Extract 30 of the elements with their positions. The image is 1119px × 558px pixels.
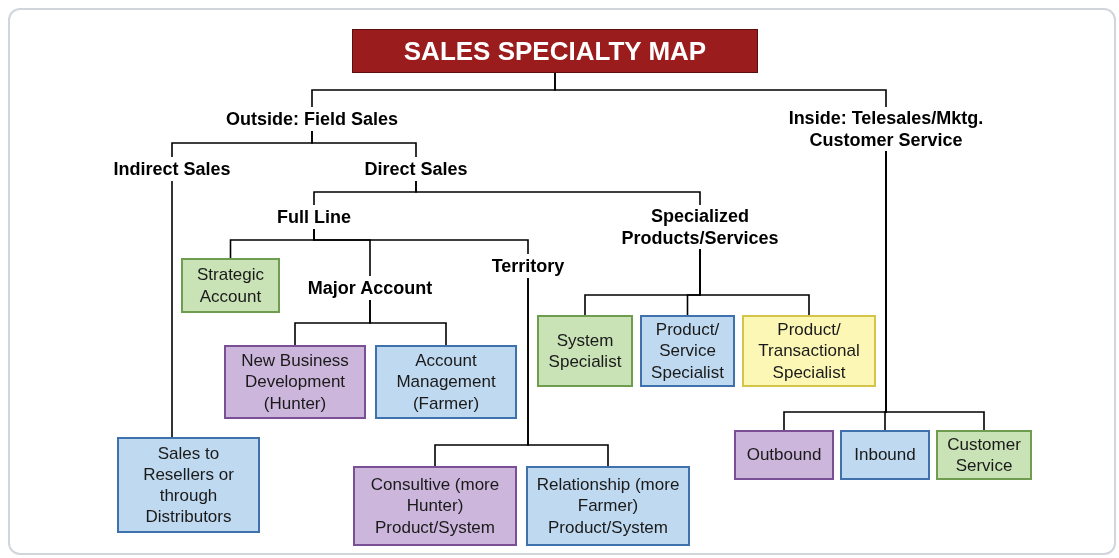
role-box: Account Management (Farmer) — [375, 345, 517, 419]
category-heading: Major Account — [292, 276, 448, 300]
connector-line — [369, 299, 447, 346]
role-box: System Specialist — [537, 315, 633, 387]
connector-line — [527, 277, 609, 467]
role-box: Strategic Account — [181, 258, 280, 313]
role-box: Customer Service — [936, 430, 1032, 480]
role-box: Product/ Transactional Specialist — [742, 315, 876, 387]
role-box: Sales to Resellers or through Distributors — [117, 437, 260, 533]
category-heading: Direct Sales — [350, 157, 482, 181]
role-box: Product/ Service Specialist — [640, 315, 735, 387]
role-box: Inbound — [840, 430, 930, 480]
category-heading: Full Line — [266, 205, 362, 229]
connector-line — [313, 228, 529, 255]
connector-line — [554, 72, 887, 108]
connector-line — [171, 180, 173, 438]
category-heading: Territory — [478, 254, 578, 278]
connector-line — [699, 248, 810, 316]
role-box: Consultive (more Hunter) Product/System — [353, 466, 517, 546]
category-heading: Outside: Field Sales — [207, 107, 417, 131]
title-banner: SALES SPECIALTY MAP — [352, 29, 758, 73]
role-box: New Business Development (Hunter) — [224, 345, 366, 419]
connector-line — [311, 130, 417, 158]
category-heading: Inside: Telesales/Mktg. Customer Service — [766, 107, 1006, 151]
role-box: Outbound — [734, 430, 834, 480]
role-box: Relationship (more Farmer) Product/System — [526, 466, 690, 546]
connector-line — [415, 180, 701, 206]
category-heading: Indirect Sales — [97, 157, 247, 181]
connector-line — [885, 150, 985, 431]
category-heading: Specialized Products/Services — [615, 205, 785, 249]
